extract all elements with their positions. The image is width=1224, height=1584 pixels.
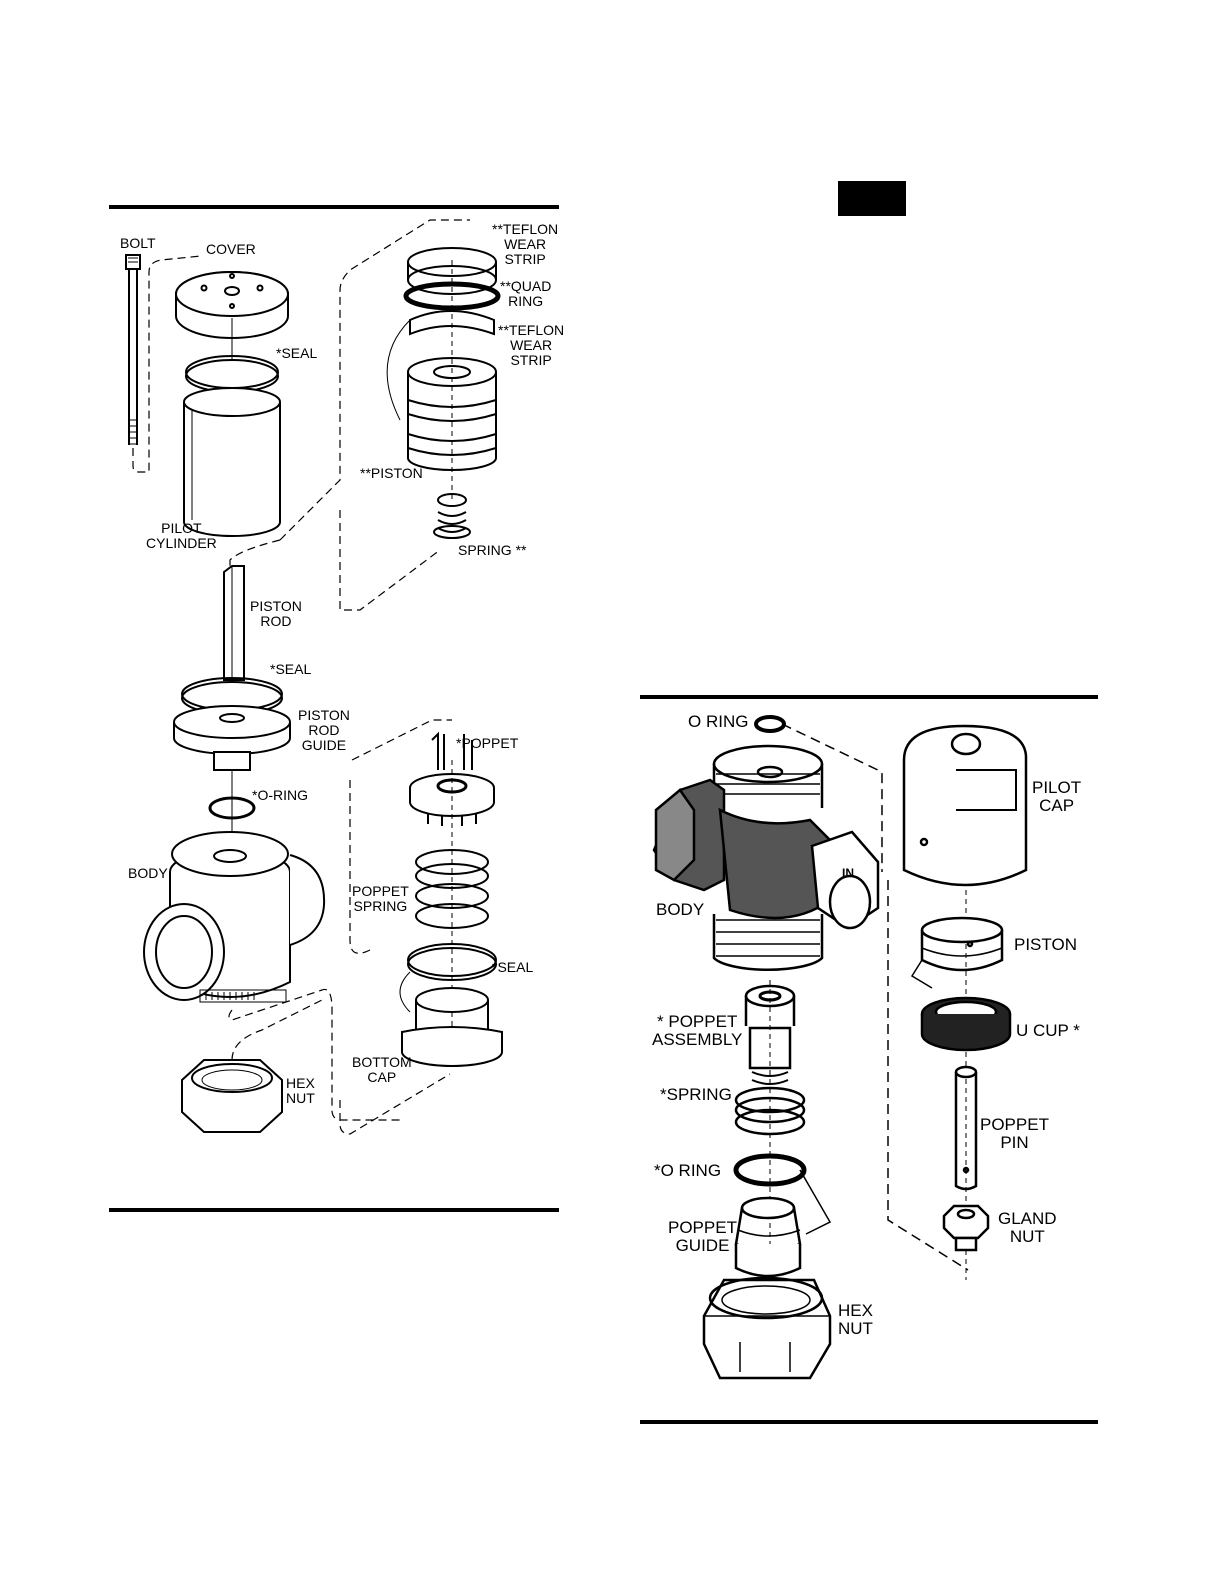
bolt-part (125, 254, 202, 473)
bottom-cap-part (399, 971, 503, 1067)
spring-part-2 (734, 1086, 806, 1136)
cover-part (175, 271, 289, 339)
label-o-ring-top: O RING (688, 712, 749, 731)
piston-part-2 (920, 916, 1004, 972)
label-seal-mid: *SEAL (270, 661, 312, 677)
label-cover: COVER (206, 241, 256, 257)
poppet-guide-part (734, 1196, 802, 1278)
figure2-top-rule (640, 695, 1098, 699)
label-seal-bottom: *SEAL (492, 959, 534, 975)
label-in-mark: IN (842, 866, 854, 880)
body-part-2 (652, 744, 880, 972)
seal-bottom-part (407, 943, 497, 981)
u-cup-part (920, 996, 1012, 1052)
hex-nut-part-2 (702, 1276, 832, 1380)
piston-rod-part (223, 565, 245, 681)
label-spring: SPRING ** (458, 542, 527, 558)
label-body-2: BODY (656, 900, 705, 919)
piston-rod-guide-part (173, 705, 291, 771)
label-poppet: *POPPET (456, 735, 519, 751)
figure2-bottom-rule (640, 1420, 1098, 1424)
hex-nut-part (181, 1059, 283, 1133)
label-seal-top: *SEAL (276, 345, 318, 361)
label-o-ring-2: *O RING (654, 1161, 722, 1180)
o-ring-part-2 (733, 1153, 807, 1187)
label-piston: **PISTON (360, 465, 423, 481)
label-piston-2: PISTON (1014, 935, 1077, 954)
figure1-top-rule (109, 205, 559, 209)
label-spring-2: *SPRING (660, 1085, 732, 1104)
label-o-ring: *O-RING (252, 787, 308, 803)
pilot-cylinder-part (183, 387, 281, 537)
body-part (143, 831, 326, 1003)
poppet-pin-part (954, 1065, 978, 1191)
label-body: BODY (128, 865, 168, 881)
label-bolt: BOLT (120, 235, 156, 251)
pilot-cap-part (902, 724, 1028, 887)
label-u-cup: U CUP * (1016, 1021, 1080, 1040)
redaction-box (838, 181, 906, 216)
figure1-bottom-rule (109, 1208, 559, 1212)
o-ring-top-part (754, 715, 786, 733)
gland-nut-part (942, 1204, 990, 1252)
